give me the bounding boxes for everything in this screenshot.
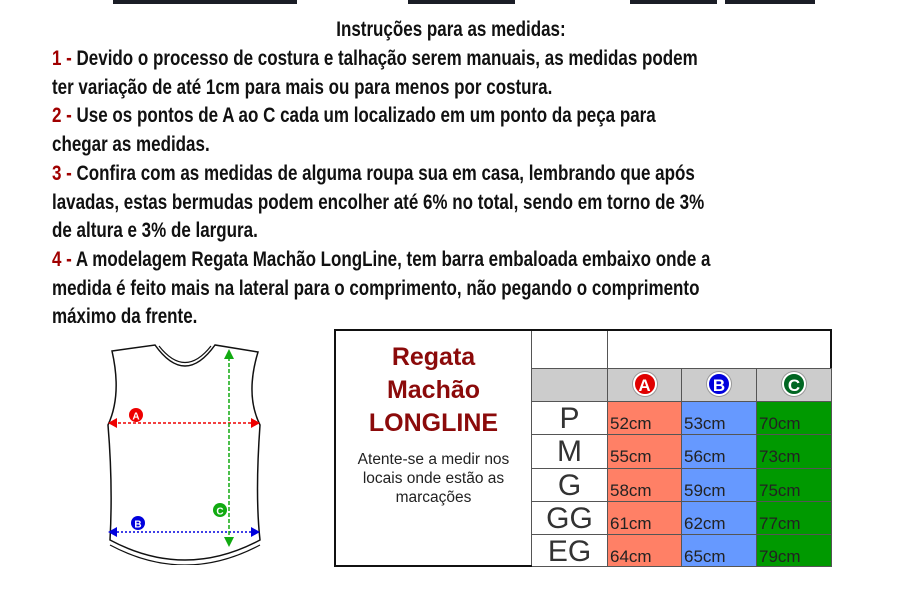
measurement-cell: 73cm — [757, 435, 832, 469]
size-cell: M — [532, 435, 608, 469]
size-cell: G — [532, 469, 608, 502]
instruction-line: de altura e 3% de largura. — [52, 216, 842, 245]
product-name-line: Regata — [391, 343, 476, 371]
measurement-cell: 52cm — [608, 402, 682, 435]
instruction-line: 1 - Devido o processo de costura e talha… — [52, 44, 842, 73]
measurement-cell: 62cm — [682, 502, 757, 535]
instruction-text: máximo da frente. — [52, 304, 198, 329]
measurement-cell: 53cm — [682, 402, 757, 435]
column-header-c: C — [757, 369, 832, 402]
size-header-cell — [532, 369, 608, 402]
product-name: Regata Machão LONGLINE — [336, 341, 531, 440]
instruction-line: 4 - A modelagem Regata Machão LongLine, … — [52, 245, 842, 274]
note-line: locais onde estão as — [362, 470, 505, 487]
tank-top-diagram: A B C — [107, 344, 261, 565]
product-name-line: Machão — [386, 376, 481, 404]
instruction-line: 2 - Use os pontos de A ao C cada um loca… — [52, 101, 842, 130]
instruction-number: 1 - — [52, 46, 72, 70]
top-image-edge — [725, 0, 815, 4]
note-line: marcações — [395, 489, 472, 506]
instruction-text: de altura e 3% de largura. — [52, 218, 258, 243]
measurement-cell: 77cm — [757, 502, 832, 535]
measurement-cell: 70cm — [757, 402, 832, 435]
measurement-cell: 79cm — [757, 535, 832, 567]
size-cell: GG — [532, 502, 608, 535]
label-c-icon: C — [782, 372, 806, 396]
size-cell: P — [532, 402, 608, 435]
top-image-edge — [408, 0, 515, 4]
instruction-line: medida é feito mais na lateral para o co… — [52, 274, 842, 303]
measure-note: Atente-se a medir nos locais onde estão … — [336, 450, 531, 507]
size-table: Regata Machão LONGLINE Atente-se a medir… — [334, 329, 832, 568]
label-a-icon: A — [129, 408, 143, 423]
instructions-title: Instruções para as medidas: — [336, 17, 566, 41]
measurement-cell: 65cm — [682, 535, 757, 567]
measurement-cell: 61cm — [608, 502, 682, 535]
label-a-icon: A — [632, 372, 657, 396]
instruction-text: medida é feito mais na lateral para o co… — [52, 275, 700, 300]
instruction-line: 3 - Confira com as medidas de alguma rou… — [52, 159, 842, 188]
product-name-line: LONGLINE — [368, 409, 499, 437]
svg-text:A: A — [132, 412, 139, 423]
instructions: Instruções para as medidas: 1 - Devido o… — [52, 14, 842, 331]
instruction-line: chegar as medidas. — [52, 130, 842, 159]
label-b-icon: B — [131, 516, 145, 531]
empty-header-cell — [532, 331, 608, 369]
empty-header-cell — [608, 331, 832, 369]
label-b-icon: B — [707, 372, 731, 396]
instruction-number: 4 - — [52, 246, 72, 271]
instruction-text: Use os pontos de A ao C cada um localiza… — [71, 103, 656, 128]
column-header-b: B — [682, 369, 757, 402]
measurement-cell: 59cm — [682, 469, 757, 502]
measurement-cell: 56cm — [682, 435, 757, 469]
instruction-text: Confira com as medidas de alguma roupa s… — [71, 160, 695, 185]
product-info: Regata Machão LONGLINE Atente-se a medir… — [336, 331, 532, 565]
label-c-icon: C — [213, 503, 227, 518]
instruction-text: lavadas, estas bermudas podem encolher a… — [52, 189, 705, 214]
instruction-text: A modelagem Regata Machão LongLine, tem … — [71, 246, 711, 271]
instruction-text: Devido o processo de costura e talhação … — [71, 46, 698, 70]
measurement-cell: 75cm — [757, 469, 832, 502]
measurement-cell: 64cm — [608, 535, 682, 567]
size-cell: EG — [532, 535, 608, 568]
instruction-number: 2 - — [52, 103, 72, 128]
instruction-line: máximo da frente. — [52, 302, 842, 331]
measurement-cell: 55cm — [608, 435, 682, 469]
top-image-edge — [630, 0, 717, 4]
instruction-line: lavadas, estas bermudas podem encolher a… — [52, 188, 842, 217]
instruction-line: ter variação de até 1cm para mais ou par… — [52, 73, 842, 102]
column-header-a: A — [608, 369, 682, 402]
instruction-text: chegar as medidas. — [52, 132, 210, 157]
svg-text:C: C — [216, 507, 223, 518]
note-line: Atente-se a medir nos — [357, 451, 510, 468]
svg-text:B: B — [134, 520, 141, 531]
instruction-number: 3 - — [52, 160, 72, 185]
top-image-edge — [113, 0, 297, 4]
measurement-cell: 58cm — [608, 469, 682, 502]
instruction-text: ter variação de até 1cm para mais ou par… — [52, 74, 553, 99]
